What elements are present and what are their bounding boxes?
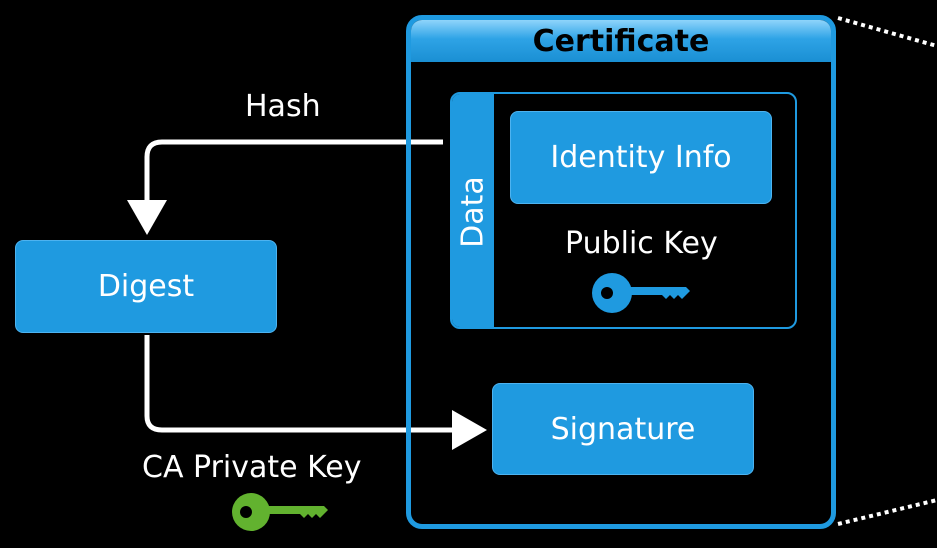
certificate-title: Certificate	[411, 20, 831, 62]
hash-label: Hash	[245, 89, 321, 124]
zoom-line-bottom	[837, 498, 937, 526]
signature-box: Signature	[492, 383, 754, 475]
ca-private-key-label: CA Private Key	[142, 450, 362, 485]
hash-arrow	[127, 139, 443, 235]
public-key-icon	[592, 273, 690, 313]
zoom-line-top	[837, 16, 937, 48]
data-strip	[452, 94, 494, 327]
identity-info-box: Identity Info	[510, 111, 772, 204]
sign-arrow	[144, 335, 487, 450]
data-label: Data	[455, 176, 491, 248]
private-key-icon	[232, 493, 328, 531]
data-panel: Data	[450, 92, 797, 329]
public-key-label: Public Key	[565, 226, 718, 261]
certificate-box	[406, 15, 836, 529]
digest-box: Digest	[15, 240, 277, 333]
